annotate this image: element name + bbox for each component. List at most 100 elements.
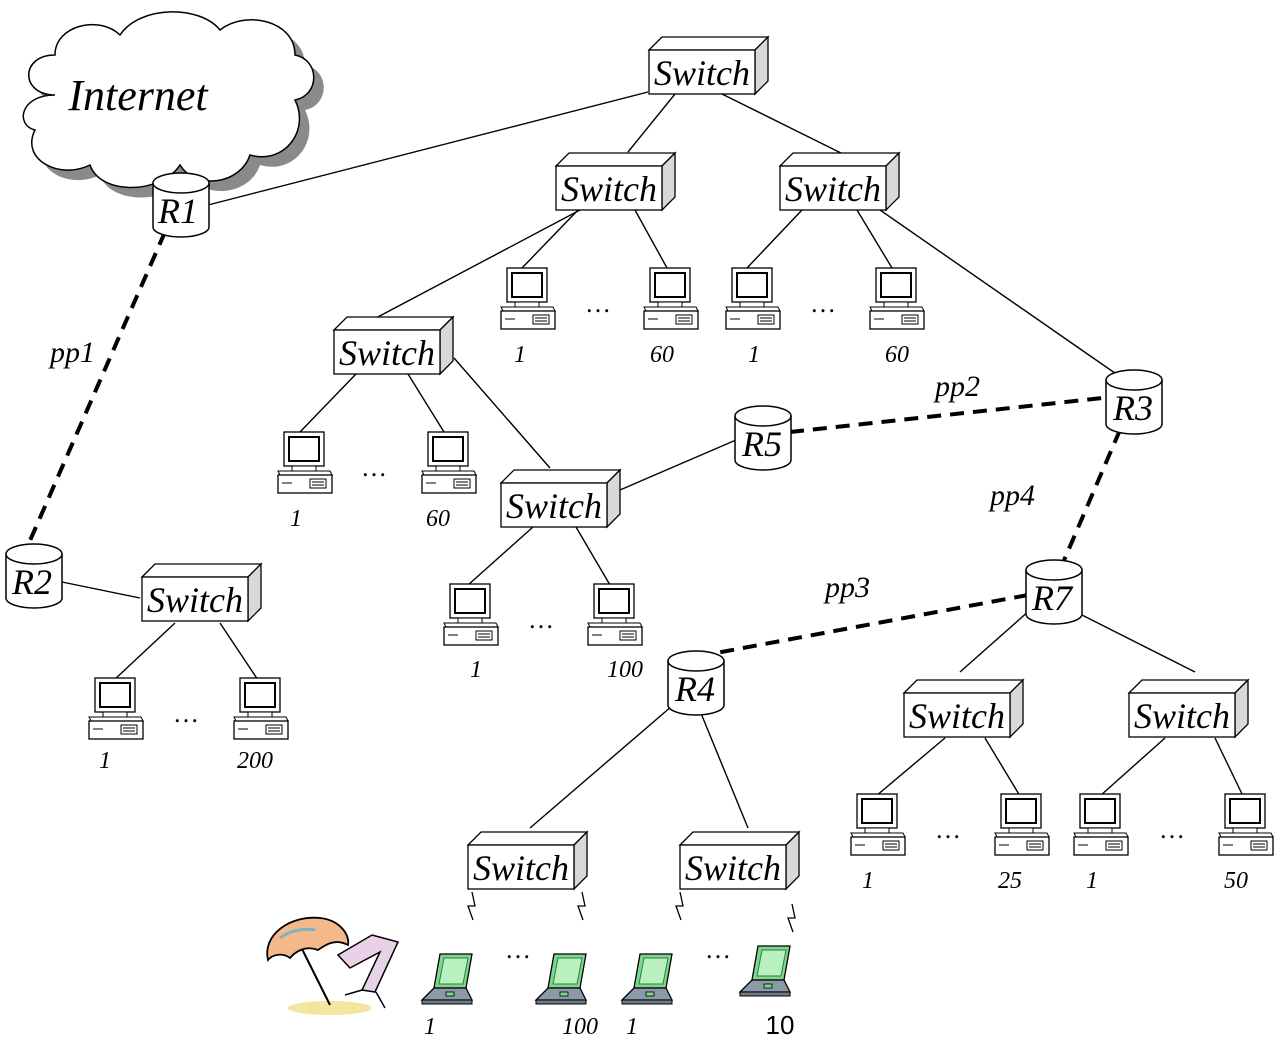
- router-r2: R2: [5, 543, 63, 609]
- switch-dist-right: Switch: [779, 152, 900, 211]
- pp3-label: pp3: [823, 571, 870, 604]
- router-r3: R3: [1105, 369, 1163, 435]
- internet-cloud: Internet: [22, 11, 324, 198]
- host-group-s1-right: … 1 60: [725, 267, 925, 368]
- switch-label: Switch: [147, 580, 243, 620]
- host-first-label: 1: [626, 1014, 638, 1038]
- router-label: R3: [1112, 388, 1153, 428]
- host-first-label: 1: [514, 342, 526, 368]
- router-r7: R7: [1025, 559, 1083, 625]
- ellipsis: …: [585, 289, 611, 318]
- host-last-label: 200: [237, 748, 273, 774]
- host-group-s4: … 1 100: [443, 583, 643, 683]
- ellipsis: …: [1159, 815, 1185, 844]
- host-first-label: 1: [470, 657, 482, 683]
- host-group-wlan2: … 1: [621, 935, 791, 1038]
- desktop-pc-icon: [88, 677, 144, 740]
- router-label: R4: [674, 669, 715, 709]
- router-r5: R5: [734, 405, 792, 471]
- lightning-link-icon: [577, 891, 586, 921]
- desktop-pc-icon: [869, 267, 925, 330]
- desktop-pc-icon: [1218, 793, 1274, 856]
- host-group-wlan1: … 1 100: [421, 935, 598, 1038]
- host-first-label: 1: [99, 748, 111, 774]
- laptop-icon: [421, 953, 473, 1005]
- host-last-label: 100: [607, 657, 643, 683]
- ellipsis: …: [505, 935, 531, 964]
- host-group-s1-left: … 1 60: [500, 267, 699, 368]
- host-last-label: 50: [1224, 868, 1248, 894]
- router-label: R1: [157, 191, 198, 231]
- host-first-label: 1: [748, 342, 760, 368]
- switch-label: Switch: [654, 53, 750, 93]
- switch-dist-left: Switch: [555, 152, 676, 211]
- internet-label: Internet: [67, 71, 209, 120]
- laptop-icon: [621, 953, 673, 1005]
- desktop-pc-icon: [994, 793, 1050, 856]
- host-group-s7: … 1 50: [1073, 793, 1274, 894]
- lightning-link-icon: [467, 891, 476, 921]
- desktop-pc-icon: [1073, 793, 1129, 856]
- cloud-icon: [22, 11, 324, 198]
- desktop-pc-icon: [443, 583, 499, 646]
- desktop-pc-icon: [500, 267, 556, 330]
- router-label: R5: [741, 424, 782, 464]
- pp1-link: [23, 231, 167, 553]
- desktop-pc-icon: [421, 431, 477, 494]
- host-last-label: 25: [998, 868, 1022, 894]
- lightning-link-icon: [675, 891, 684, 921]
- switch-label: Switch: [909, 696, 1005, 736]
- router-r1: R1: [152, 172, 210, 238]
- beach-umbrella-icon: [266, 916, 400, 1015]
- desktop-pc-icon: [277, 431, 333, 494]
- switch-label: Switch: [685, 848, 781, 888]
- host-first-label: 1: [1086, 868, 1098, 894]
- ellipsis: …: [528, 605, 554, 634]
- lightning-link-icon: [787, 903, 796, 933]
- router-label: R7: [1031, 578, 1074, 618]
- switch-wlan-1: Switch: [467, 831, 588, 890]
- point-to-point-links: [23, 231, 1122, 658]
- switch-label: Switch: [339, 333, 435, 373]
- desktop-pc-icon: [587, 583, 643, 646]
- pp2-label: pp2: [933, 370, 980, 403]
- pp1-label: pp1: [48, 336, 95, 369]
- switch-access-4: Switch: [500, 469, 621, 528]
- laptop-icon: [739, 945, 791, 997]
- ellipsis: …: [173, 699, 199, 728]
- ellipsis: …: [361, 453, 387, 482]
- pp4-link: [1060, 429, 1122, 566]
- router-r4: R4: [667, 650, 725, 716]
- host-last-label: 100: [562, 1014, 598, 1038]
- host-group-s6: … 1 25: [850, 793, 1050, 894]
- host-group-s5: … 1 200: [88, 677, 289, 774]
- desktop-pc-icon: [643, 267, 699, 330]
- switch-label: Switch: [1134, 696, 1230, 736]
- switch-access-6: Switch: [903, 679, 1024, 738]
- ellipsis: …: [810, 289, 836, 318]
- switch-access-7: Switch: [1128, 679, 1249, 738]
- host-last-label: 60: [650, 342, 674, 368]
- router-label: R2: [11, 562, 52, 602]
- wireless-links: [467, 891, 796, 933]
- pp3-link: [699, 593, 1029, 658]
- switch-core: Switch: [648, 36, 769, 95]
- switch-label: Switch: [785, 169, 881, 209]
- laptop-icon: [535, 953, 587, 1005]
- wired-links: [61, 91, 1244, 829]
- ellipsis: …: [705, 935, 731, 964]
- page-number: 10: [766, 1010, 795, 1038]
- pp2-link: [789, 396, 1103, 434]
- desktop-pc-icon: [850, 793, 906, 856]
- host-last-label: 60: [426, 506, 450, 532]
- switch-access-5: Switch: [141, 563, 262, 622]
- switch-label: Switch: [473, 848, 569, 888]
- host-first-label: 1: [424, 1014, 436, 1038]
- host-first-label: 1: [862, 868, 874, 894]
- switch-label: Switch: [561, 169, 657, 209]
- host-last-label: 60: [885, 342, 909, 368]
- switch-label: Switch: [506, 486, 602, 526]
- host-group-s3: … 1 60: [277, 431, 477, 532]
